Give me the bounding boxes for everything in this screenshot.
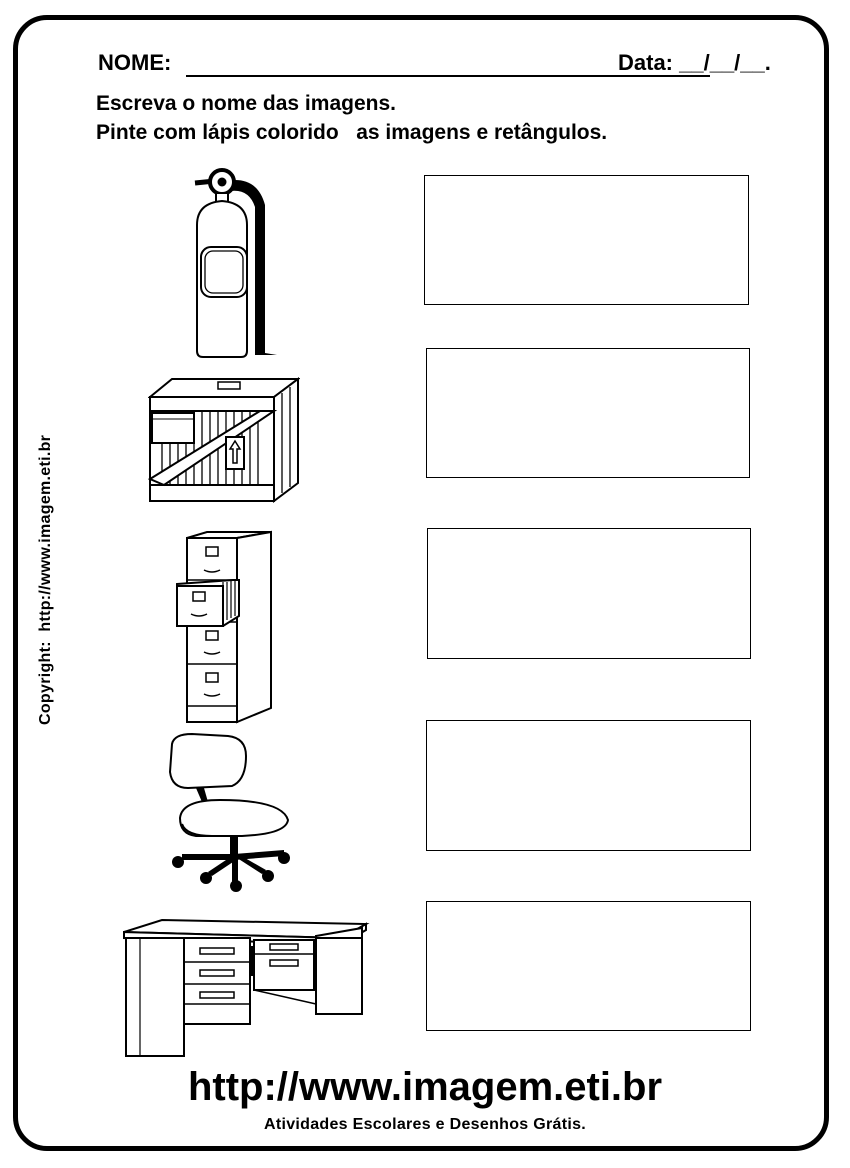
answer-box-4[interactable] — [426, 720, 751, 851]
page-border — [13, 15, 829, 1151]
instruction-color: Pinte com lápis colorido as imagens e re… — [96, 121, 608, 144]
header: NOME: Data: __/__/__. — [98, 50, 798, 82]
footer-subtitle: Atividades Escolares e Desenhos Grátis. — [263, 1116, 587, 1133]
filing-cabinet-icon — [176, 530, 272, 724]
answer-box-2[interactable] — [426, 348, 750, 478]
side-copyright: Copyright: http://www.imagem.eti.br — [37, 434, 54, 725]
fire-extinguisher-icon — [194, 168, 277, 358]
name-field-line[interactable] — [186, 75, 710, 77]
answer-box-1[interactable] — [424, 175, 749, 305]
answer-box-3[interactable] — [427, 528, 751, 659]
date-label: Data: __/__/__. — [618, 50, 771, 75]
footer-url: http://www.imagem.eti.br — [187, 1065, 663, 1109]
office-desk-icon — [123, 918, 370, 1057]
name-label: NOME: — [98, 50, 172, 75]
wooden-crate-icon — [148, 377, 300, 503]
instruction-write: Escreva o nome das imagens. — [96, 92, 396, 115]
office-chair-icon — [168, 732, 290, 892]
answer-box-5[interactable] — [426, 901, 751, 1031]
